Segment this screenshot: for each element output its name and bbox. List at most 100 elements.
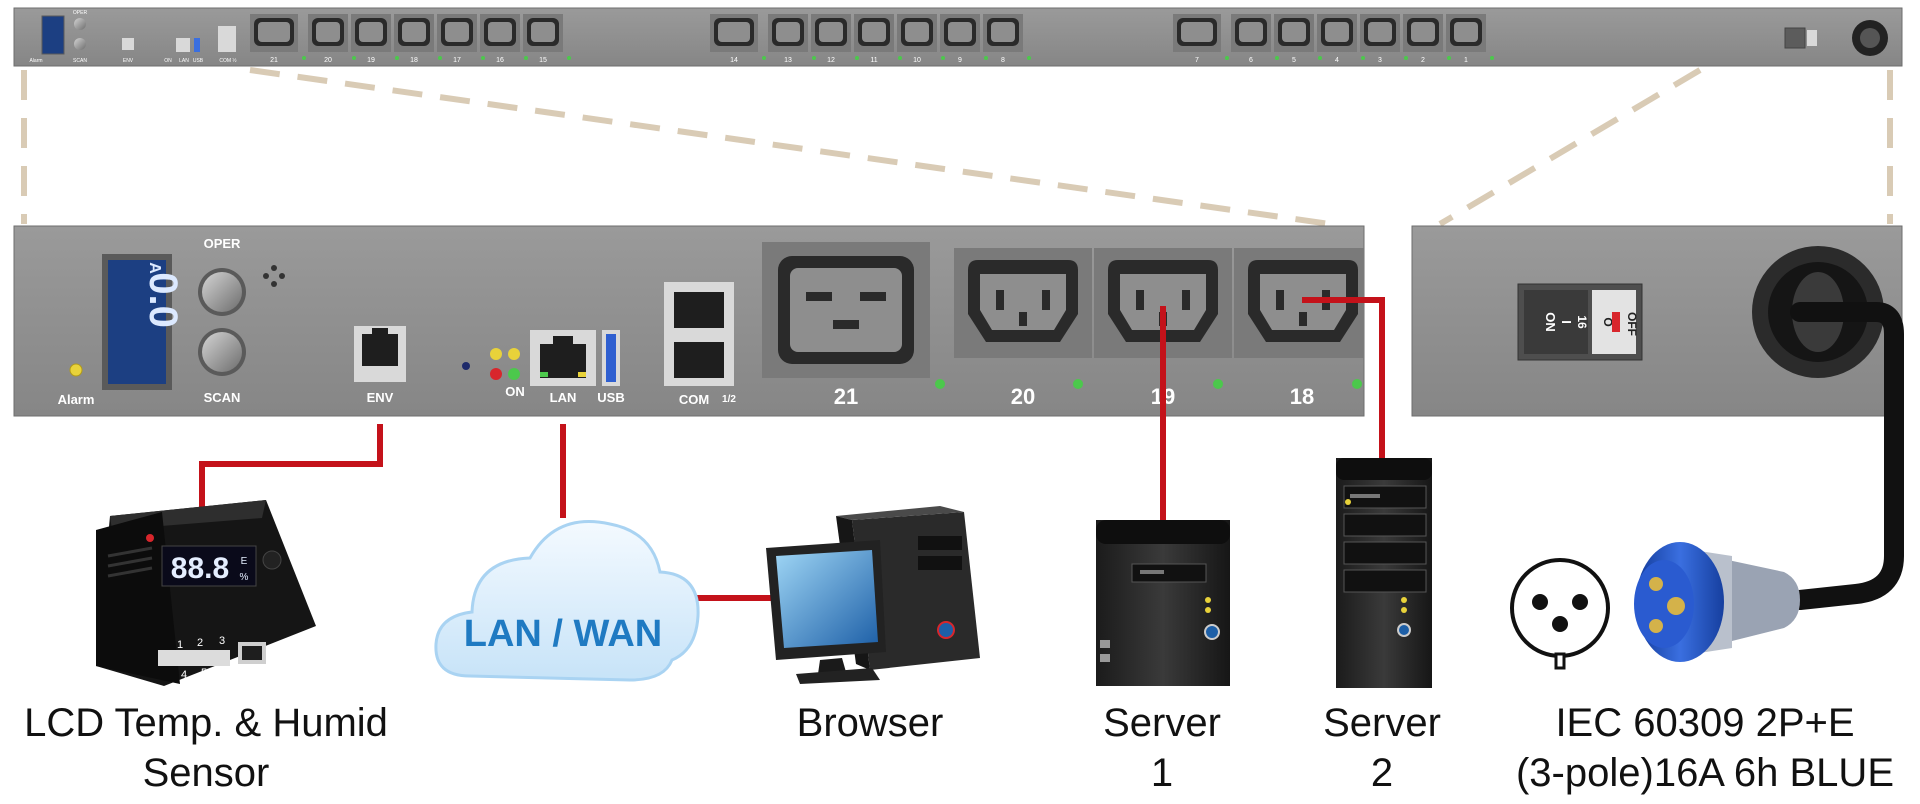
strip-socket-label: 4 <box>1335 57 1339 64</box>
strip-socket-label: 15 <box>539 57 547 64</box>
mini-usb-label: USB <box>193 58 204 64</box>
mini-oper-button[interactable] <box>74 18 86 30</box>
server-2-power-button[interactable] <box>1397 623 1411 637</box>
strip-socket-label: 14 <box>730 57 738 64</box>
strip-socket-label: 2 <box>1421 57 1425 64</box>
socket-led-18 <box>1352 379 1362 389</box>
status-led-yellow-1 <box>490 348 502 360</box>
strip-socket-led <box>1225 56 1229 60</box>
current-display-unit: A <box>146 262 163 274</box>
sensor-dip-switches[interactable] <box>158 650 230 666</box>
svg-text:4: 4 <box>181 669 187 681</box>
server-2 <box>1336 458 1432 688</box>
alarm-label: Alarm <box>58 392 95 407</box>
strip-socket-insert <box>1239 22 1263 42</box>
breaker-o-label: O <box>1601 317 1615 326</box>
cable-env-sensor <box>199 424 383 520</box>
socket-label-21: 21 <box>834 384 858 409</box>
strip-socket-led <box>984 56 988 60</box>
browser-computer <box>766 506 980 684</box>
strip-socket-insert <box>1325 22 1349 42</box>
mini-env-port <box>122 38 134 50</box>
strip-socket-led <box>1027 56 1031 60</box>
zoom-guides <box>21 67 1893 227</box>
com-label: COM <box>679 392 709 407</box>
current-display-value: 0.0 <box>141 272 185 328</box>
pc-power-button[interactable] <box>937 621 955 639</box>
oper-button[interactable] <box>202 272 242 312</box>
strip-socket-insert <box>258 22 290 42</box>
sensor-vent-icon <box>107 546 153 578</box>
breaker-trip-indicator <box>1612 312 1620 332</box>
pc-screen[interactable] <box>776 550 878 648</box>
server-1 <box>1096 520 1230 686</box>
strip-socket-insert <box>991 22 1015 42</box>
status-led-red <box>490 368 502 380</box>
strip-socket-label: 6 <box>1249 57 1253 64</box>
breaker-i-label: I <box>1559 320 1574 324</box>
mini-com-label: COM ½ <box>219 57 237 64</box>
usb-label: USB <box>597 390 624 405</box>
strip-socket-label: 20 <box>324 57 332 64</box>
mini-scan-button[interactable] <box>74 38 86 50</box>
cable-socket-18-server-2 <box>1302 297 1385 460</box>
sensor-unit-bottom: % <box>240 572 249 583</box>
strip-socket-insert <box>905 22 929 42</box>
strip-socket-led <box>1447 56 1451 60</box>
strip-socket-insert <box>359 22 383 42</box>
current-display <box>108 260 166 384</box>
socket-group-zoom: 20 19 18 <box>954 248 1364 409</box>
strip-socket-led <box>352 56 356 60</box>
strip-socket-led <box>812 56 816 60</box>
strip-socket-label: 12 <box>827 57 835 64</box>
pc-monitor-stand <box>796 668 880 684</box>
scan-button[interactable] <box>202 332 242 372</box>
strip-socket-label: 3 <box>1378 57 1382 64</box>
mini-alarm-label: Alarm <box>29 58 42 64</box>
strip-socket-insert <box>1282 22 1306 42</box>
lcd-sensor-device: 88.8 E % 1 2 3 4 5 6 <box>96 500 316 686</box>
oper-label: OPER <box>204 236 241 251</box>
strip-socket-led <box>855 56 859 60</box>
strip-socket-insert <box>948 22 972 42</box>
strip-socket-insert <box>1368 22 1392 42</box>
caption-sensor: LCD Temp. & Humid Sensor <box>24 701 388 795</box>
mini-usb-port <box>194 38 200 52</box>
breaker-rocker[interactable] <box>1524 290 1588 354</box>
com-fraction: 1/2 <box>722 394 736 405</box>
strip-socket-insert <box>488 22 512 42</box>
socket-label-18: 18 <box>1290 384 1314 409</box>
strip-socket-label: 18 <box>410 57 418 64</box>
mini-lan-label: LAN <box>179 58 189 64</box>
breaker-off-label: OFF <box>1625 312 1639 336</box>
mini-breaker[interactable] <box>1784 27 1806 49</box>
mini-com-port <box>218 26 236 52</box>
strip-socket-insert <box>776 22 800 42</box>
mini-lan-port <box>176 38 190 52</box>
strip-socket-label: 16 <box>496 57 504 64</box>
breaker-on-label: ON <box>1543 312 1558 332</box>
cloud-label: LAN / WAN <box>464 613 662 655</box>
server-1-power-button[interactable] <box>1204 624 1220 640</box>
svg-text:3: 3 <box>219 635 225 647</box>
mini-env-label: ENV <box>123 58 134 64</box>
strip-socket-insert <box>718 22 750 42</box>
sensor-display-value: 88.8 <box>171 552 229 585</box>
iec-plug <box>1510 542 1800 670</box>
reset-pinhole[interactable] <box>462 362 470 370</box>
strip-socket-led <box>1275 56 1279 60</box>
strip-socket-led <box>438 56 442 60</box>
strip-socket-insert <box>316 22 340 42</box>
mini-display <box>41 15 65 55</box>
strip-socket-label: 1 <box>1464 57 1468 64</box>
strip-socket-label: 11 <box>870 57 877 64</box>
strip-socket-label: 5 <box>1292 57 1296 64</box>
sensor-unit-top: E <box>241 556 248 567</box>
strip-socket-led <box>941 56 945 60</box>
status-led-yellow-2 <box>508 348 520 360</box>
zoom-panel-left: Alarm 0.0 A OPER SCAN ENV ON <box>13 225 1365 417</box>
strip-socket-led <box>302 56 306 60</box>
strip-socket-led <box>395 56 399 60</box>
strip-socket-led <box>1404 56 1408 60</box>
strip-socket-led <box>762 56 766 60</box>
